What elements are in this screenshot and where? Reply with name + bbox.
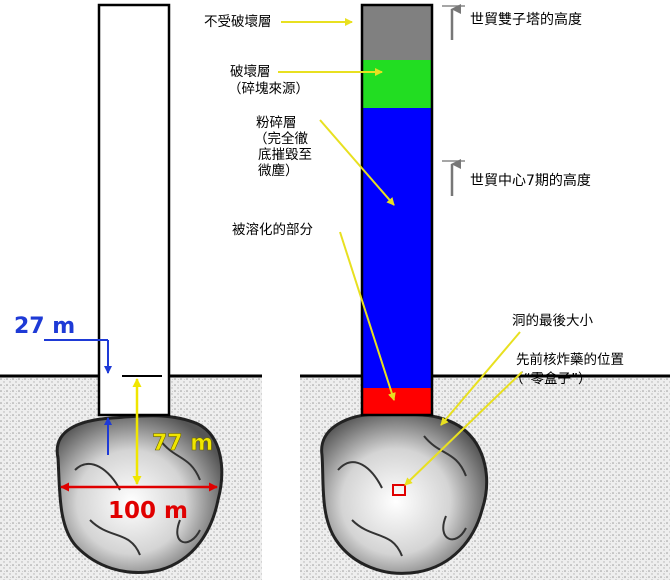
dim-100-label: 100 m — [108, 498, 188, 524]
bomb-position-box — [392, 484, 406, 496]
label-undamaged-layer: 不受破壞層 — [204, 14, 272, 30]
layer-melted — [362, 388, 432, 415]
label-bomb-position-2: （“零盒子”） — [510, 370, 592, 387]
dim-77-label: 77 m — [152, 431, 213, 456]
label-melted-part: 被溶化的部分 — [232, 222, 313, 238]
layer-damaged — [362, 60, 432, 108]
label-pulverized-4: 微塵） — [258, 163, 299, 179]
label-pulverized-1: 粉碎層 — [256, 115, 297, 131]
wtc7-height-label: 世貿中心7期的高度 — [470, 172, 591, 189]
wtc7-height-marker: 世貿中心7期的高度 — [442, 159, 591, 196]
left-panel: 27 m 77 m 100 m — [0, 3, 262, 580]
layer-pulverized — [362, 108, 432, 388]
label-bomb-position-1: 先前核炸藥的位置 — [516, 351, 624, 368]
label-pulverized-2: （完全徹 — [254, 130, 308, 147]
label-pulverized-3: 底摧毀至 — [258, 147, 312, 163]
label-damaged-layer-1: 破壞層 — [230, 64, 271, 80]
arrow-final-hole — [440, 331, 521, 426]
label-damaged-layer-2: （碎塊來源） — [228, 81, 309, 97]
twin-towers-height-marker: 世貿雙子塔的高度 — [442, 4, 582, 40]
dim-27-label: 27 m — [14, 314, 75, 339]
arrow-pulverized-layer — [319, 119, 395, 206]
layer-undamaged — [362, 5, 432, 60]
arrow-bomb-position — [404, 371, 523, 486]
tower-outline — [360, 3, 434, 417]
left-rubble-blob — [55, 414, 224, 574]
right-panel: 世貿雙子塔的高度 世貿中心7期的高度 不受破壞層 破壞層 （碎塊來源） 粉碎層 … — [204, 3, 670, 580]
left-tower-shaft — [97, 3, 171, 417]
right-tower — [360, 3, 434, 417]
arrow-melted-part — [339, 231, 396, 401]
twin-towers-height-label: 世貿雙子塔的高度 — [470, 11, 582, 28]
label-final-hole: 洞的最後大小 — [512, 313, 593, 329]
